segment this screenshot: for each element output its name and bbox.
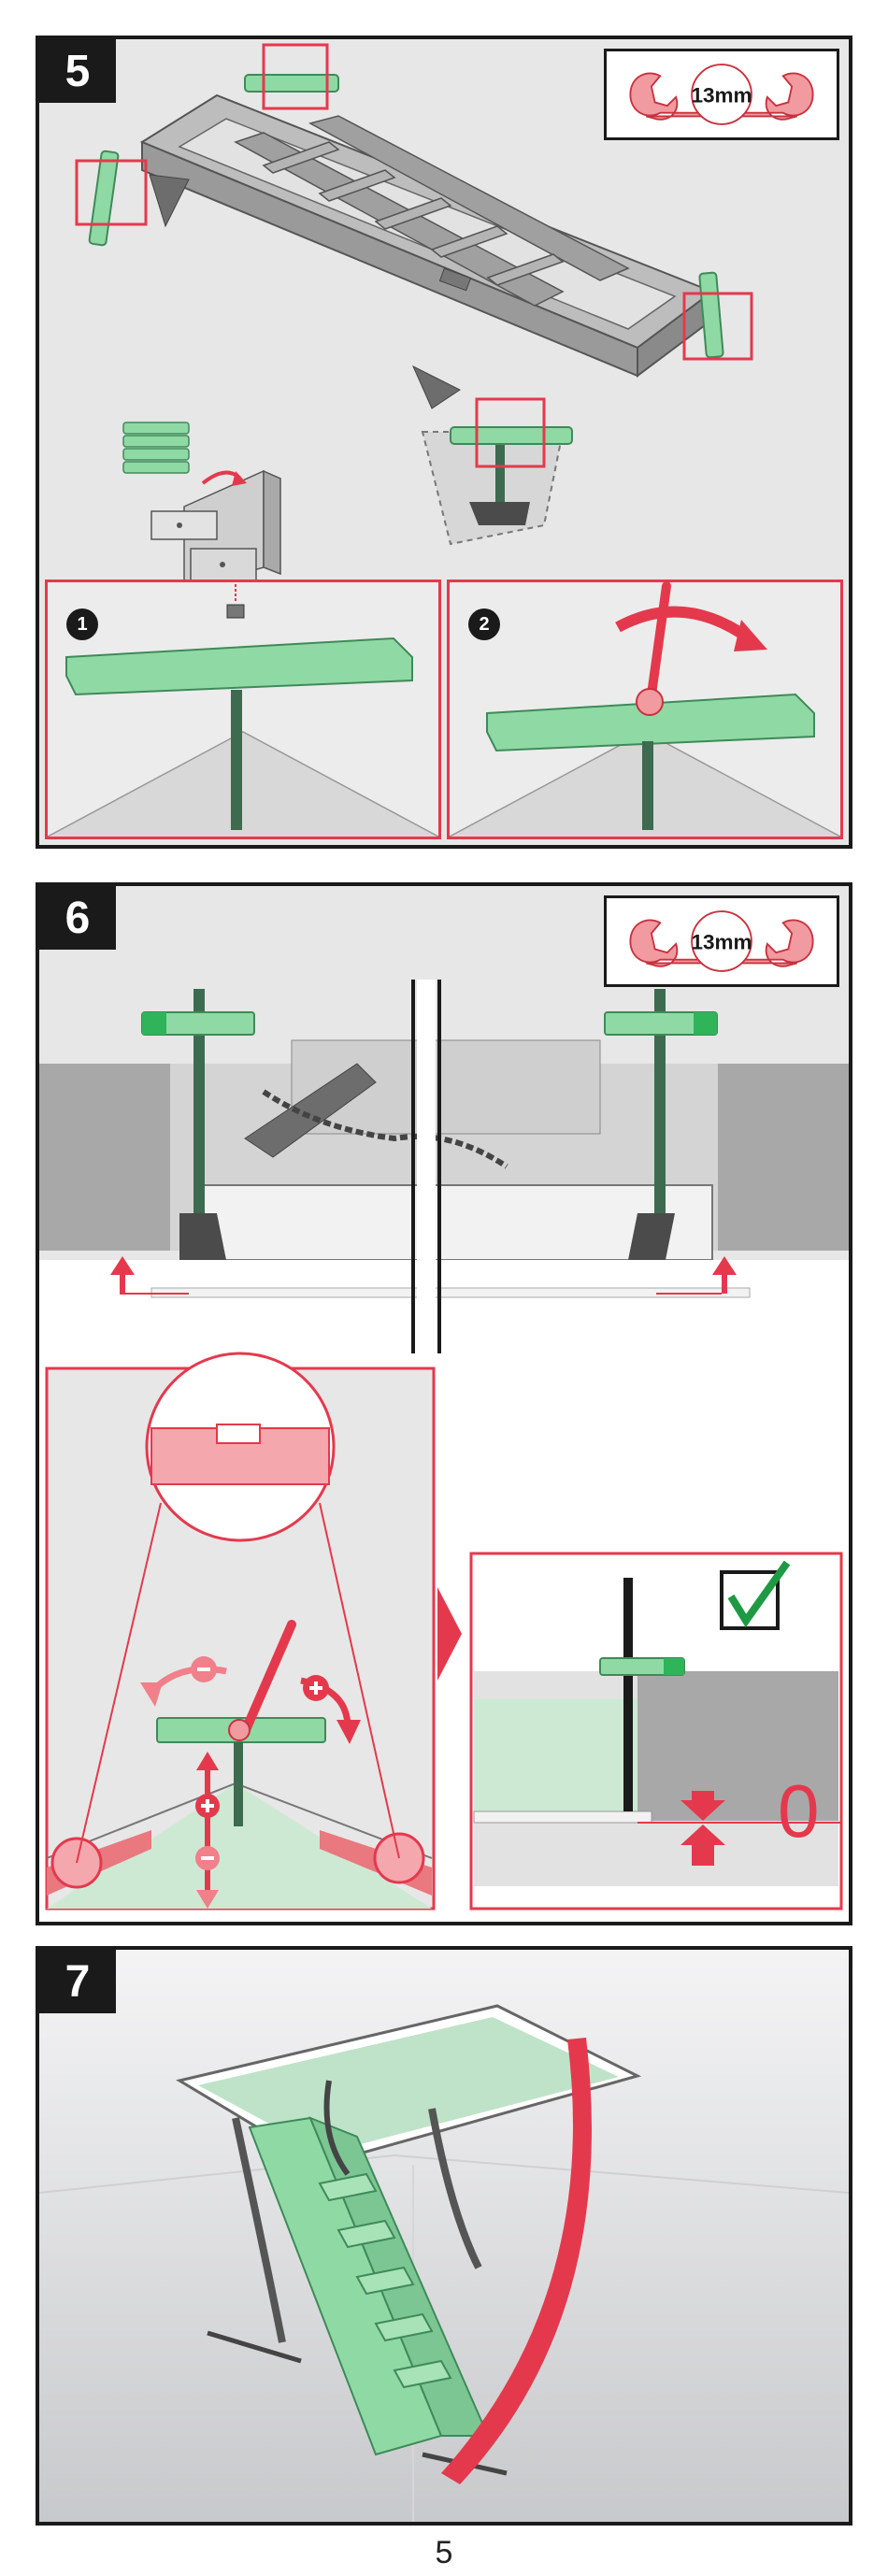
wrench-size-label: 13mm — [691, 83, 752, 107]
subpanel-badge-2: 2 — [468, 608, 500, 640]
bottom-mounting-bar — [451, 427, 572, 444]
step-number: 6 — [39, 886, 116, 950]
level-zero-label: 0 — [778, 1774, 820, 1849]
subpanel-1: 1 — [45, 580, 441, 839]
level-adjustment-illustration — [39, 886, 849, 1922]
wrench-icon: 13mm — [607, 51, 837, 137]
subpanel-badge-1: 1 — [66, 608, 98, 640]
tool-badge: 13mm — [604, 49, 839, 140]
step-6-panel: 6 13mm — [36, 882, 852, 1925]
step-5-panel: 5 13mm — [36, 36, 852, 849]
subpanel-2: 2 — [447, 580, 843, 839]
left-mounting-bar — [89, 150, 119, 246]
wrench-size-label: 13mm — [691, 930, 752, 953]
top-mounting-bar — [245, 75, 338, 92]
step-7-panel: 7 — [36, 1946, 852, 2526]
installed-ladder-illustration — [39, 1950, 849, 2522]
step-number: 5 — [39, 39, 116, 103]
cabinet-illustration — [123, 422, 280, 591]
page-number: 5 — [0, 2535, 888, 2571]
wrench-icon: 13mm — [607, 898, 837, 984]
step-number: 7 — [39, 1950, 116, 2013]
right-mounting-bar — [699, 272, 723, 357]
tool-badge: 13mm — [604, 895, 839, 987]
